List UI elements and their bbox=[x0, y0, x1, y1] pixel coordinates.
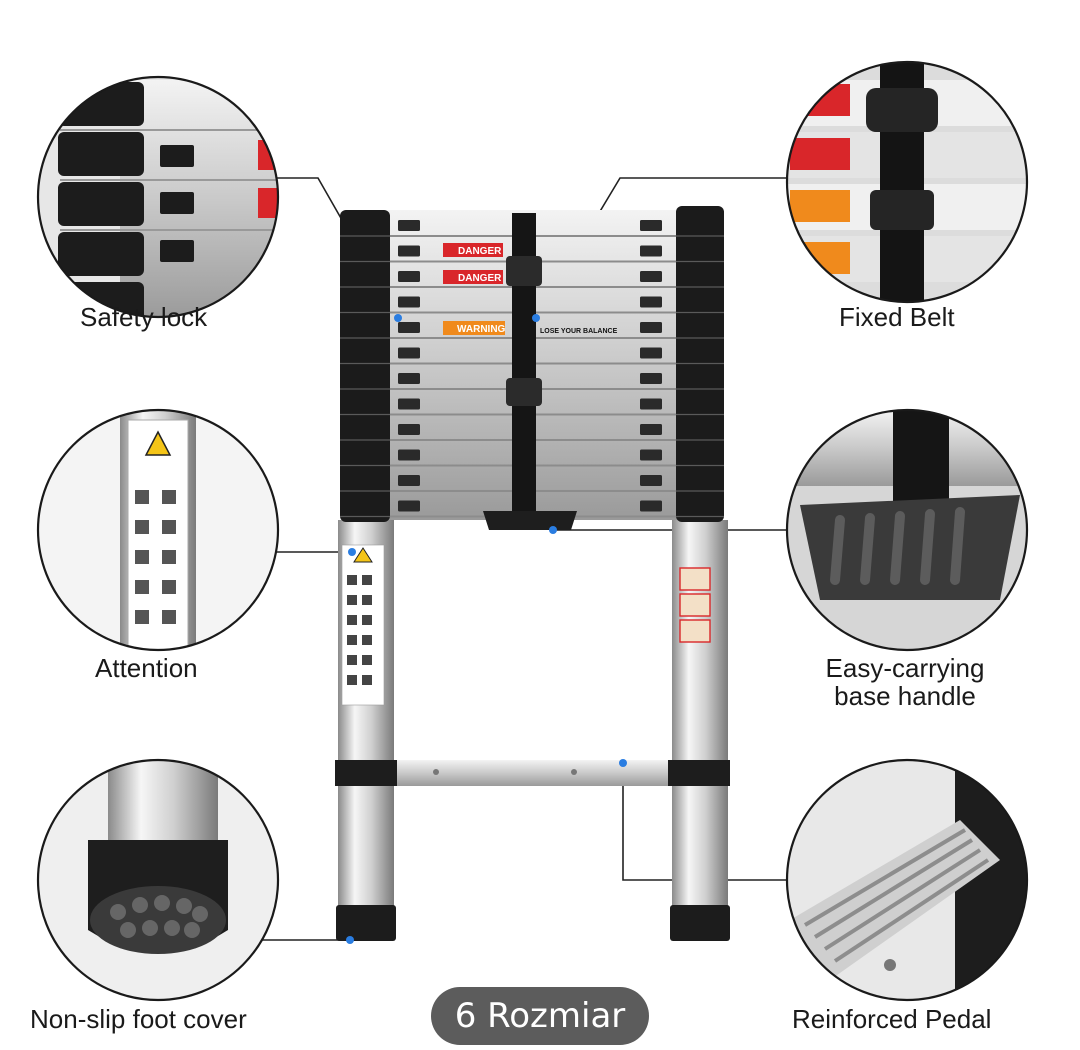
rung-lock-slot bbox=[640, 475, 662, 486]
warning-label: WARNING bbox=[457, 324, 506, 335]
rung-lock-slot bbox=[398, 296, 420, 308]
rung-lock-slot bbox=[398, 424, 420, 435]
rung-lock-slot bbox=[640, 398, 662, 410]
rung-lock-slot bbox=[398, 398, 420, 410]
attention-zoom bbox=[36, 408, 280, 652]
foot-cover-zoom bbox=[36, 758, 280, 1002]
attention-sticker bbox=[341, 544, 385, 706]
dot-base-handle bbox=[549, 526, 557, 534]
rung-lock-slot bbox=[640, 424, 662, 435]
pedal-zoom bbox=[785, 758, 1029, 1002]
rung-lock-slot bbox=[398, 500, 420, 512]
rung-lock-slot bbox=[398, 322, 420, 333]
fixed-belt-zoom bbox=[785, 60, 1029, 304]
label-pedal: Reinforced Pedal bbox=[792, 1004, 992, 1034]
dot-fixed-belt bbox=[532, 314, 540, 322]
rung-lock-slot bbox=[640, 373, 662, 384]
rung-lock-slot bbox=[640, 220, 662, 231]
size-badge[interactable]: 6 Rozmiar bbox=[431, 987, 649, 1045]
rung-lock-slot bbox=[398, 475, 420, 486]
dot-safety-lock bbox=[394, 314, 402, 322]
rung-lock-slot bbox=[398, 347, 420, 359]
dot-pedal bbox=[619, 759, 627, 767]
rung-lock-slot bbox=[640, 322, 662, 333]
accent-dots bbox=[346, 314, 627, 944]
rung-lock-slot bbox=[640, 271, 662, 282]
label-fixed-belt: Fixed Belt bbox=[839, 302, 955, 332]
rung-lock-slot bbox=[398, 220, 420, 231]
label-attention: Attention bbox=[95, 653, 198, 683]
rung-lock-slot bbox=[640, 500, 662, 512]
label-base-handle: Easy-carrying base handle bbox=[810, 654, 1000, 710]
bottom-rung bbox=[335, 760, 730, 786]
base-handle-zoom bbox=[785, 408, 1029, 652]
label-base-handle-line2: base handle bbox=[834, 681, 976, 711]
label-base-handle-line1: Easy-carrying bbox=[825, 653, 985, 683]
rung-lock-slot bbox=[398, 271, 420, 282]
rung-lock-slot bbox=[398, 245, 420, 257]
label-foot-cover: Non-slip foot cover bbox=[30, 1004, 247, 1034]
left-foot bbox=[336, 905, 396, 941]
base-handle bbox=[483, 511, 577, 530]
safety-lock-zoom bbox=[36, 75, 280, 319]
right-pole-stickers bbox=[679, 567, 711, 643]
danger-label-1: DANGER bbox=[458, 246, 502, 257]
right-foot bbox=[670, 905, 730, 941]
rung-lock-slot bbox=[640, 449, 662, 461]
rung-lock-slot bbox=[640, 347, 662, 359]
dot-foot-cover bbox=[346, 936, 354, 944]
fixed-belt bbox=[506, 213, 542, 518]
rung-lock-slot bbox=[640, 296, 662, 308]
balance-label: LOSE YOUR BALANCE bbox=[540, 328, 618, 335]
rung-lock-slot bbox=[640, 245, 662, 257]
danger-label-2: DANGER bbox=[458, 273, 502, 284]
rung-lock-slot bbox=[398, 449, 420, 461]
label-safety-lock: Safety lock bbox=[80, 302, 208, 332]
rung-lock-slot bbox=[398, 373, 420, 384]
dot-attention bbox=[348, 548, 356, 556]
